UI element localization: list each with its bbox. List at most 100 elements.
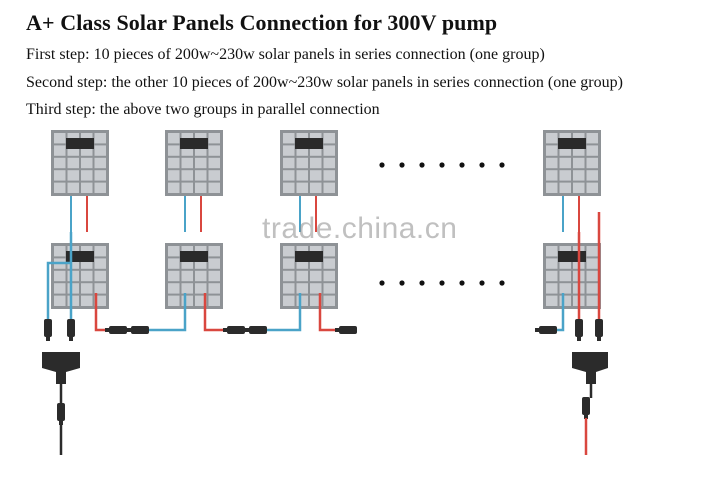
junction-box-icon bbox=[180, 138, 208, 149]
mc4-connector-icon bbox=[67, 319, 75, 341]
panel-cell bbox=[181, 270, 193, 282]
panel-cell bbox=[168, 283, 180, 294]
panel-cell bbox=[310, 283, 322, 294]
panel-cell bbox=[546, 157, 558, 169]
panel-cell bbox=[54, 283, 66, 294]
positive-cable bbox=[318, 293, 340, 332]
panel-cell bbox=[81, 170, 93, 181]
panel-cell bbox=[94, 170, 106, 181]
panel-cell bbox=[54, 295, 66, 306]
panel-cell bbox=[94, 295, 106, 306]
panel-cell bbox=[168, 182, 180, 193]
panel-cell bbox=[573, 182, 585, 193]
panel-cell bbox=[323, 182, 335, 193]
panel-cell bbox=[559, 157, 571, 169]
positive-cable bbox=[203, 293, 228, 332]
panel-cell bbox=[546, 182, 558, 193]
panel-cell bbox=[81, 182, 93, 193]
panel-cell bbox=[586, 270, 598, 282]
panel-cell bbox=[559, 145, 571, 156]
panel-cell bbox=[94, 133, 106, 144]
panel-cell bbox=[208, 270, 220, 282]
ellipsis-dot bbox=[399, 280, 405, 286]
panel-cell bbox=[54, 170, 66, 181]
panel-cell bbox=[208, 145, 220, 156]
connector-tip bbox=[69, 337, 73, 341]
ellipsis-dot bbox=[479, 280, 485, 286]
connector-body bbox=[575, 319, 583, 337]
panel-cell bbox=[67, 283, 79, 294]
panel-cell bbox=[67, 258, 79, 269]
mc4-connector-icon bbox=[57, 403, 65, 425]
panel-cell bbox=[323, 258, 335, 269]
ellipsis-dot bbox=[499, 162, 505, 168]
panel-cell bbox=[54, 157, 66, 169]
mc4-connector-icon bbox=[535, 326, 557, 334]
panel-cell bbox=[573, 170, 585, 181]
panel-cell bbox=[94, 283, 106, 294]
panel-cell bbox=[586, 295, 598, 306]
connector-tip bbox=[577, 337, 581, 341]
connector-body bbox=[227, 326, 245, 334]
panel-cell bbox=[296, 258, 308, 269]
panel-cell bbox=[559, 270, 571, 282]
panel-cell bbox=[296, 170, 308, 181]
panel-cell bbox=[195, 182, 207, 193]
panel-cell bbox=[323, 246, 335, 257]
connector-body bbox=[44, 319, 52, 337]
panel-cell bbox=[586, 145, 598, 156]
panel-cell bbox=[208, 258, 220, 269]
panel-cell bbox=[81, 157, 93, 169]
junction-box-icon bbox=[66, 251, 94, 262]
panel-cell bbox=[559, 295, 571, 306]
mc4-connector-icon bbox=[245, 326, 267, 334]
ellipsis-dot bbox=[419, 280, 425, 286]
mc4-connector-icon bbox=[582, 397, 590, 419]
panel-cell bbox=[195, 170, 207, 181]
panel-cell bbox=[310, 258, 322, 269]
connector-body bbox=[582, 397, 590, 415]
panel-group1-2 bbox=[165, 130, 223, 196]
panel-cell bbox=[310, 157, 322, 169]
panel-cell bbox=[283, 145, 295, 156]
ellipsis-dot bbox=[439, 162, 445, 168]
panel-cell bbox=[81, 270, 93, 282]
panel-cell bbox=[81, 145, 93, 156]
y-branch-body bbox=[42, 352, 80, 384]
ellipsis-dot bbox=[399, 162, 405, 168]
panel-cell bbox=[586, 133, 598, 144]
panel-cell bbox=[195, 157, 207, 169]
panel-group1-1 bbox=[51, 130, 109, 196]
mc4-connector-icon bbox=[127, 326, 149, 334]
panel-cell bbox=[54, 270, 66, 282]
panel-cell bbox=[323, 157, 335, 169]
panel-cell bbox=[208, 170, 220, 181]
panel-cell bbox=[283, 295, 295, 306]
panel-cell bbox=[586, 246, 598, 257]
panel-cell bbox=[195, 295, 207, 306]
panel-cell bbox=[81, 258, 93, 269]
panel-cell bbox=[208, 283, 220, 294]
ellipsis-dot bbox=[379, 280, 385, 286]
step-1-text: First step: 10 pieces of 200w~230w solar… bbox=[26, 46, 545, 63]
junction-box-icon bbox=[66, 138, 94, 149]
page-title: A+ Class Solar Panels Connection for 300… bbox=[26, 10, 498, 35]
panel-cell bbox=[67, 145, 79, 156]
y-branch-body bbox=[572, 352, 608, 384]
panel-cell bbox=[208, 246, 220, 257]
panel-cell bbox=[168, 157, 180, 169]
panel-cell bbox=[81, 295, 93, 306]
panel-cell bbox=[208, 157, 220, 169]
mc4-connector-icon bbox=[595, 319, 603, 341]
panel-cell bbox=[94, 182, 106, 193]
panel-cell bbox=[559, 170, 571, 181]
panel-cell bbox=[283, 182, 295, 193]
connector-tip bbox=[59, 421, 63, 425]
negative-cable bbox=[46, 261, 71, 320]
connector-body bbox=[109, 326, 127, 334]
panel-cell bbox=[181, 170, 193, 181]
panel-cell bbox=[168, 145, 180, 156]
panel-cell bbox=[586, 258, 598, 269]
panel-cell bbox=[323, 170, 335, 181]
